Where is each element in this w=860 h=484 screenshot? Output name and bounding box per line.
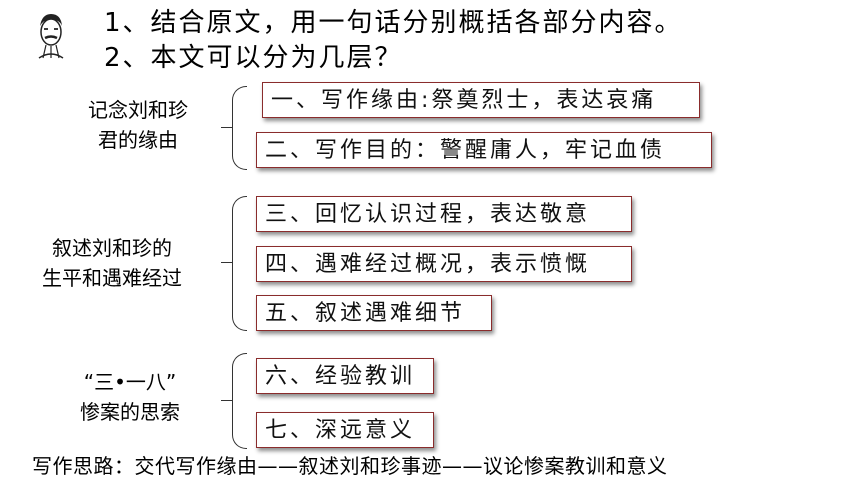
bracket-group-2 xyxy=(221,196,247,331)
group-label-line: 叙述刘和珍的 xyxy=(52,236,172,260)
part-box-6: 六、经验教训 xyxy=(256,358,434,394)
question-2: 2、本文可以分为几层？ xyxy=(104,43,403,73)
writing-idea-footer: 写作思路：交代写作缘由——叙述刘和珍事迹——议论惨案教训和意义 xyxy=(32,454,668,478)
group-label-life: 叙述刘和珍的 生平和遇难经过 xyxy=(42,233,182,293)
part-box-4: 四、遇难经过概况，表示愤慨 xyxy=(256,246,632,282)
part-box-2: 二、写作目的：警醒庸人，牢记血债 xyxy=(256,132,712,168)
part-box-7: 七、深远意义 xyxy=(256,412,434,448)
bracket-group-1 xyxy=(221,86,247,170)
group-label-reason: 记念刘和珍 君的缘由 xyxy=(88,95,188,155)
portrait-icon xyxy=(38,14,64,59)
group-label-line: “三•一八” xyxy=(83,370,177,394)
group-label-reflection: “三•一八” 惨案的思索 xyxy=(80,367,180,427)
part-box-5: 五、叙述遇难细节 xyxy=(256,295,492,331)
group-label-line: 惨案的思索 xyxy=(80,400,180,424)
question-1: 1、结合原文，用一句话分别概括各部分内容。 xyxy=(104,8,683,38)
group-label-line: 记念刘和珍 xyxy=(88,98,188,122)
bracket-tick xyxy=(221,262,233,263)
part-box-3: 三、回忆认识过程，表达敬意 xyxy=(256,196,632,232)
bracket-group-3 xyxy=(221,353,247,449)
part-box-1: 一、写作缘由:祭奠烈士，表达哀痛 xyxy=(262,82,700,118)
group-label-line: 君的缘由 xyxy=(98,128,178,152)
group-label-line: 生平和遇难经过 xyxy=(42,266,182,290)
bracket-tick xyxy=(221,400,233,401)
bracket-tick xyxy=(221,127,233,128)
